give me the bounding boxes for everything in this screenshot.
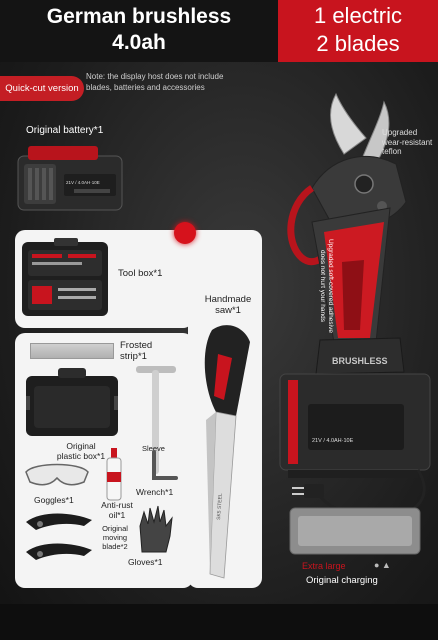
footer-bar (0, 604, 438, 640)
wrench-label: Wrench*1 (136, 487, 174, 497)
battery-label: Original battery*1 (26, 125, 104, 136)
saw-label-line2: saw*1 (215, 305, 241, 316)
header-highlight-line2: 2 blades (316, 31, 400, 56)
blade-feature-line2: wear-resistant (382, 137, 433, 147)
moving-blade-line2: moving (102, 533, 128, 542)
blade-feature-label: Upgraded wear-resistant teflon (382, 128, 438, 157)
goggles-image (25, 463, 89, 486)
package-note-line1: Note: the display host does not include (86, 72, 224, 81)
header-title-line2: 4.0ah (112, 31, 166, 54)
handmade-saw-image: SK5 STEEL (204, 325, 250, 579)
anti-rust-oil-image (106, 448, 122, 501)
saw-blade-text: SK5 STEEL (216, 493, 224, 520)
plastic-box-image (26, 368, 118, 436)
toolbox-label: Tool box*1 (118, 268, 163, 279)
charger-indicator-icon: ● ▲ (374, 560, 391, 570)
wrench-image (152, 450, 178, 480)
plastic-box-line2: plastic box*1 (56, 451, 106, 461)
blade-feature-line3: teflon (382, 147, 402, 156)
moving-blade-line1: Original (102, 524, 128, 533)
header-highlight-box (278, 0, 438, 62)
battery-spec-text: 21V / 4.0AH·10E (66, 180, 100, 185)
charger-label: Original charging (306, 575, 378, 586)
blade-feature-line1: Upgraded (382, 128, 418, 137)
header-highlight-text: 1 electric 2 blades (278, 2, 438, 58)
header-title-line1: German brushless (46, 5, 232, 28)
saw-label-line1: Handmade (204, 294, 252, 305)
plastic-box-label: Original plastic box*1 (46, 441, 116, 461)
brand-text: BRUSHLESS (332, 356, 388, 366)
battery-image: 21V / 4.0AH·10E (17, 146, 123, 211)
anti-rust-oil-line1: Anti-rust (101, 500, 133, 510)
charger-size-label: Extra large (302, 561, 346, 571)
highlight-dot-icon (174, 222, 196, 244)
frosted-strip-image (30, 343, 114, 359)
anti-rust-oil-line2: oil*1 (108, 510, 126, 520)
toolbox-image (22, 238, 108, 316)
shears-battery-spec: 21V / 4.0AH·10E (312, 438, 354, 444)
moving-blades-image (26, 513, 92, 560)
header-highlight-line1: 1 electric (313, 3, 403, 28)
electric-pruning-shears: BRUSHLESS 21V / 4.0AH·10E (279, 92, 431, 555)
gloves-label: Gloves*1 (128, 557, 163, 567)
handle-feature-line1: Upgraded soft-covered adhesive (327, 239, 334, 333)
sleeve-image (136, 366, 176, 474)
frosted-strip-line1: Frosted (120, 340, 153, 351)
sleeve-label: Sleeve (142, 444, 165, 453)
frosted-strip-label: Frosted strip*1 (120, 340, 184, 362)
plastic-box-line1: Original (66, 441, 96, 451)
moving-blade-line3: blade*2 (102, 542, 128, 551)
quick-cut-badge: Quick-cut version (0, 76, 84, 101)
handle-feature-line2: does not hurt your hands (319, 250, 326, 322)
goggles-label: Goggles*1 (34, 495, 74, 505)
package-note: Note: the display host does not include … (86, 72, 256, 93)
package-note-line2: blades, batteries and accessories (86, 82, 205, 92)
saw-label: Handmade saw*1 (196, 294, 260, 316)
header-title: German brushless 4.0ah (0, 4, 278, 56)
frosted-strip-line2: strip*1 (120, 351, 147, 362)
gloves-image (139, 505, 173, 553)
anti-rust-oil-label: Anti-rust oil*1 (92, 500, 142, 520)
handle-feature-vertical-text: Upgraded soft-covered adhesive does not … (318, 216, 334, 356)
moving-blade-label: Original moving blade*2 (92, 524, 138, 551)
